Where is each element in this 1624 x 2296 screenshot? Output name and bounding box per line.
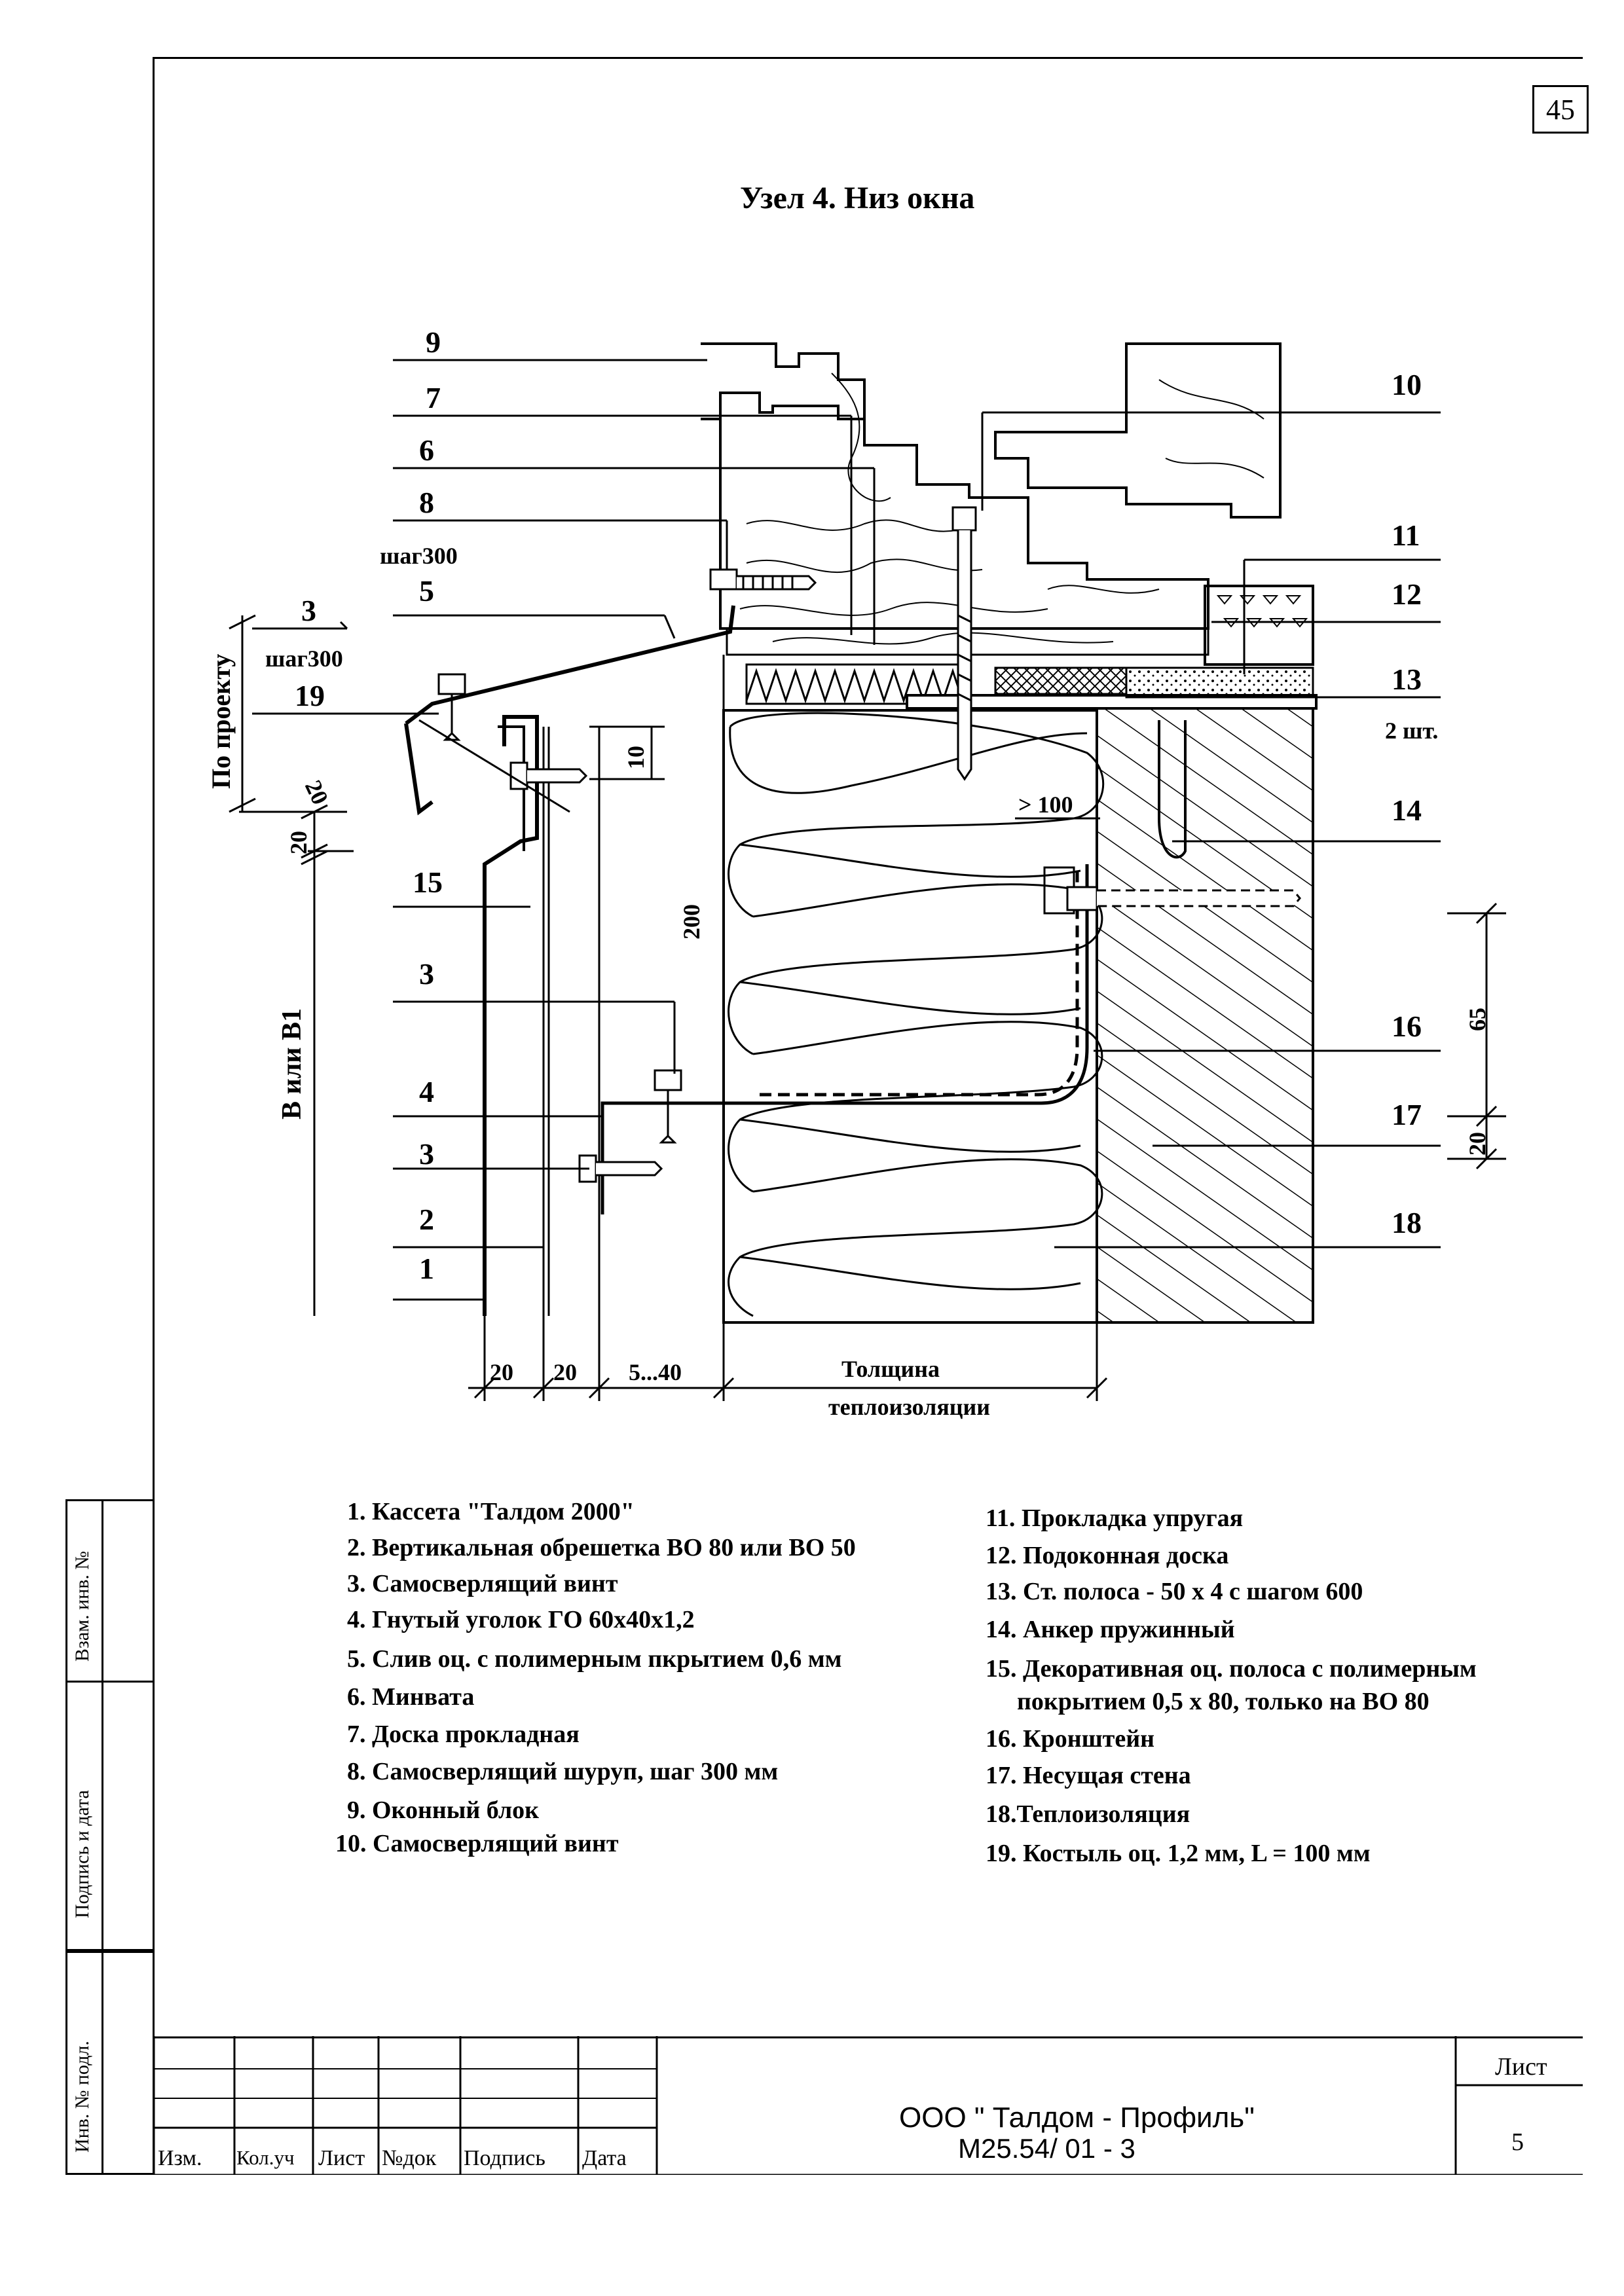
- tb-sheet-label: Лист: [1495, 2053, 1547, 2081]
- dim-bottom-5-40: 5...40: [629, 1359, 682, 1385]
- legend-item-7: 7. Доска прокладная: [347, 1721, 580, 1748]
- tb-ndok: №док: [382, 2146, 437, 2170]
- callout-10: 10: [1392, 368, 1422, 401]
- legend-left: 1. Кассета "Талдом 2000" 2. Вертикальная…: [335, 1498, 936, 1879]
- legend-item-19: 19. Костыль оц. 1,2 мм, L = 100 мм: [986, 1840, 1371, 1867]
- legend-item-15-cont: покрытием 0,5 х 80, только на ВО 80: [1017, 1688, 1430, 1715]
- callout-1: 1: [419, 1252, 434, 1285]
- sheet-number-box: 45: [1532, 85, 1589, 134]
- title-block: Изм. Кол.уч Лист №док Подпись Дата ООО "…: [153, 2036, 1583, 2175]
- legend-item-12: 12. Подоконная доска: [986, 1542, 1229, 1569]
- callout-14: 14: [1392, 793, 1422, 827]
- callout-13: 13: [1392, 663, 1422, 696]
- callout-6: 6: [419, 433, 434, 467]
- dim-insulation-1: Толщина: [841, 1356, 940, 1382]
- dim-v-ili-v1: В или В1: [277, 1008, 307, 1120]
- legend-item-15: 15. Декоративная оц. полоса с полимерным: [986, 1655, 1477, 1683]
- side-stamp-vzam: Взам. инв. №: [65, 1499, 153, 1683]
- callout-12: 12: [1392, 577, 1422, 611]
- legend-item-10: 10. Самосверлящий винт: [335, 1830, 619, 1857]
- callout-9: 9: [426, 325, 441, 359]
- bracket: [600, 864, 1098, 1214]
- legend-item-2: 2. Вертикальная обрешетка ВО 80 или ВО 5…: [347, 1534, 856, 1561]
- side-stamp-podpis: Подпись и дата: [65, 1683, 153, 1951]
- legend-item-3: 3. Самосверлящий винт: [347, 1570, 618, 1597]
- tb-sheet-value: 5: [1511, 2128, 1524, 2156]
- dim-65: 65: [1464, 1008, 1490, 1031]
- callout-13-qty: 2 шт.: [1385, 718, 1439, 744]
- drawing-title: Узел 4. Низ окна: [740, 181, 975, 215]
- side-stamp-inv-label: Инв. № подл.: [71, 2041, 93, 2153]
- callout-4: 4: [419, 1075, 434, 1108]
- legend-item-6: 6. Минвата: [347, 1683, 475, 1711]
- side-stamp-podpis-label: Подпись и дата: [71, 1790, 93, 1918]
- tb-code: М25.54/ 01 - 3: [958, 2133, 1135, 2164]
- bearing-wall: [1096, 696, 1314, 1324]
- drawing-frame: [153, 57, 1583, 2175]
- legend-item-14: 14. Анкер пружинный: [986, 1616, 1235, 1643]
- callout-3-top: 3: [301, 594, 316, 627]
- callout-16: 16: [1392, 1010, 1422, 1043]
- spring-anchor: [1158, 720, 1187, 859]
- callout-18: 18: [1392, 1206, 1422, 1239]
- legend-item-17: 17. Несущая стена: [986, 1762, 1191, 1789]
- wood-grain: [739, 373, 1264, 645]
- legend-item-8: 8. Самосверлящий шуруп, шаг 300 мм: [347, 1758, 779, 1785]
- tb-list: Лист: [318, 2146, 365, 2170]
- steel-strip: [906, 694, 1318, 710]
- callout-8: 8: [419, 486, 434, 519]
- tb-izm: Изм.: [158, 2146, 202, 2170]
- legend-item-16: 16. Кронштейн: [986, 1725, 1154, 1753]
- legend-item-4: 4. Гнутый уголок ГО 60х40х1,2: [347, 1606, 695, 1633]
- side-stamp-vzam-label: Взам. инв. №: [71, 1550, 93, 1662]
- legend-item-13: 13. Ст. полоса - 50 х 4 с шагом 600: [986, 1578, 1363, 1605]
- legend-item-1: 1. Кассета "Талдом 2000": [347, 1498, 635, 1525]
- callout-3-mid: 3: [419, 957, 434, 991]
- dimension-lines: [229, 614, 1506, 1401]
- dim-20-right: 20: [1464, 1132, 1490, 1156]
- legend-right: 11. Прокладка упругая 12. Подоконная дос…: [986, 1506, 1575, 1886]
- side-stamp-inv: Инв. № подл.: [65, 1951, 153, 2175]
- legend-item-11: 11. Прокладка упругая: [986, 1504, 1244, 1532]
- callout-5: 5: [419, 574, 434, 608]
- self-drilling-screws: [437, 506, 1301, 1183]
- decorative-strip: [498, 725, 525, 851]
- callout-2: 2: [419, 1203, 434, 1236]
- callout-11: 11: [1392, 519, 1420, 552]
- title-block-grid: [153, 2036, 1583, 2175]
- tb-data: Дата: [582, 2146, 627, 2170]
- tb-podpis: Подпись: [464, 2146, 545, 2170]
- drip-flashing: [405, 605, 735, 725]
- window-sill-board: [1204, 585, 1314, 666]
- drip-flashing-lip: [404, 723, 434, 816]
- dim-po-proektu: По проекту: [206, 653, 236, 789]
- callout-3-step: шаг300: [265, 646, 343, 672]
- dim-over-100: > 100: [1018, 792, 1073, 818]
- dim-20-left: 20: [286, 831, 312, 854]
- legend-item-18: 18.Теплоизоляция: [986, 1800, 1190, 1828]
- callout-17: 17: [1392, 1098, 1422, 1131]
- legend-item-5: 5. Слив оц. с полимерным пкрытием 0,6 мм: [347, 1645, 842, 1673]
- callout-15: 15: [413, 866, 443, 899]
- tb-company: ООО " Талдом - Профиль": [899, 2102, 1255, 2134]
- dim-insulation-2: теплоизоляции: [828, 1394, 991, 1420]
- cassette-profile: [483, 715, 539, 1316]
- dim-bottom-20a: 20: [490, 1359, 513, 1385]
- callout-3-low: 3: [419, 1137, 434, 1171]
- dim-200: 200: [678, 904, 705, 939]
- leader-lines: [252, 359, 1441, 1301]
- tb-kol: Кол.уч: [236, 2146, 295, 2169]
- callout-8-step: шаг300: [380, 543, 458, 569]
- elastic-gasket: [1125, 666, 1314, 699]
- legend-item-9: 9. Оконный блок: [347, 1796, 540, 1824]
- callout-7: 7: [426, 381, 441, 414]
- dim-10: 10: [623, 746, 649, 769]
- dim-bottom-20b: 20: [553, 1359, 577, 1385]
- callout-19: 19: [295, 679, 325, 712]
